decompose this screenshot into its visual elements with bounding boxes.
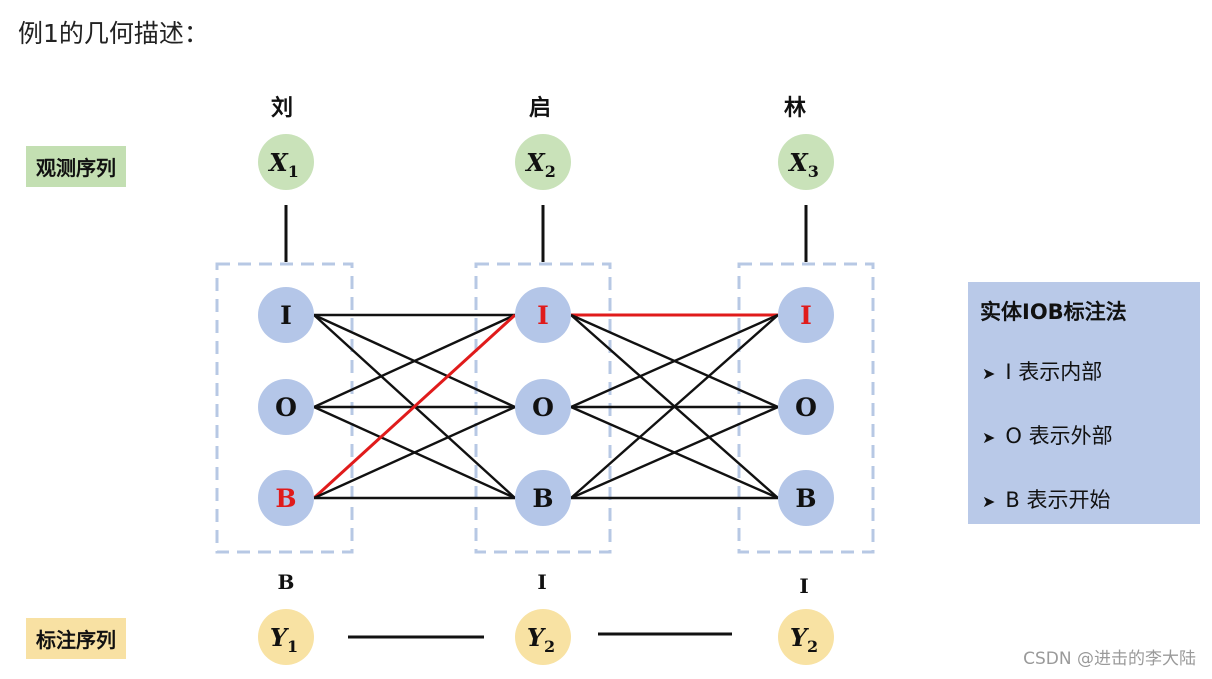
character-3: 林 <box>783 96 806 121</box>
transition-edge-B-I <box>312 313 517 500</box>
observation-node-3 <box>778 134 834 190</box>
tag-label-3: I <box>799 574 809 598</box>
legend-item-text: B 表示开始 <box>1005 488 1111 512</box>
legend-title: 实体IOB标注法 <box>980 300 1127 324</box>
character-2: 启 <box>528 96 551 121</box>
character-1: 刘 <box>270 96 293 121</box>
tag-node-1 <box>258 609 314 665</box>
state-node-label: B <box>795 484 816 513</box>
transition-edge-O-I <box>570 313 779 409</box>
state-node-I <box>778 287 834 343</box>
tag-node-2 <box>515 609 571 665</box>
state-node-label: B <box>532 484 553 513</box>
legend-item-o: ➤ O 表示外部 <box>982 420 1113 450</box>
state-node-I <box>515 287 571 343</box>
page-title: 例1的几何描述： <box>18 19 209 48</box>
transition-edge-B-O <box>570 405 779 500</box>
arrow-bullet-icon: ➤ <box>982 428 996 447</box>
transition-edge-O-I <box>313 313 516 409</box>
observation-node-2 <box>515 134 571 190</box>
state-node-label: O <box>795 393 817 422</box>
iob-legend-box: 实体IOB标注法 ➤ I 表示内部 ➤ O 表示外部 ➤ B 表示开始 <box>968 282 1200 524</box>
tagging-sequence-label: 标注序列 <box>26 618 126 659</box>
arrow-bullet-icon: ➤ <box>982 492 996 511</box>
state-node-label: I <box>280 301 292 330</box>
tag-label-2: I <box>537 570 547 594</box>
state-node-label: I <box>800 301 812 330</box>
state-node-B <box>515 470 571 526</box>
state-node-O <box>515 379 571 435</box>
state-node-label: O <box>532 393 554 422</box>
tag-label-1: B <box>277 570 295 594</box>
arrow-bullet-icon: ➤ <box>982 364 996 383</box>
legend-item-i: ➤ I 表示内部 <box>982 356 1102 386</box>
state-node-I <box>258 287 314 343</box>
tag-node-3 <box>778 609 834 665</box>
legend-item-text: I 表示内部 <box>1005 360 1103 384</box>
watermark: CSDN @进击的李大陆 <box>1023 649 1196 669</box>
legend-item-b: ➤ B 表示开始 <box>982 484 1111 514</box>
state-node-O <box>778 379 834 435</box>
state-node-label: B <box>275 484 296 513</box>
observation-node-1 <box>258 134 314 190</box>
state-node-B <box>258 470 314 526</box>
state-node-B <box>778 470 834 526</box>
transition-edge-B-I <box>570 314 779 499</box>
state-node-label: O <box>275 393 297 422</box>
state-node-O <box>258 379 314 435</box>
state-node-label: I <box>537 301 549 330</box>
transition-edge-B-O <box>313 405 516 500</box>
legend-item-text: O 表示外部 <box>1005 424 1113 448</box>
observation-sequence-label: 观测序列 <box>26 146 126 187</box>
